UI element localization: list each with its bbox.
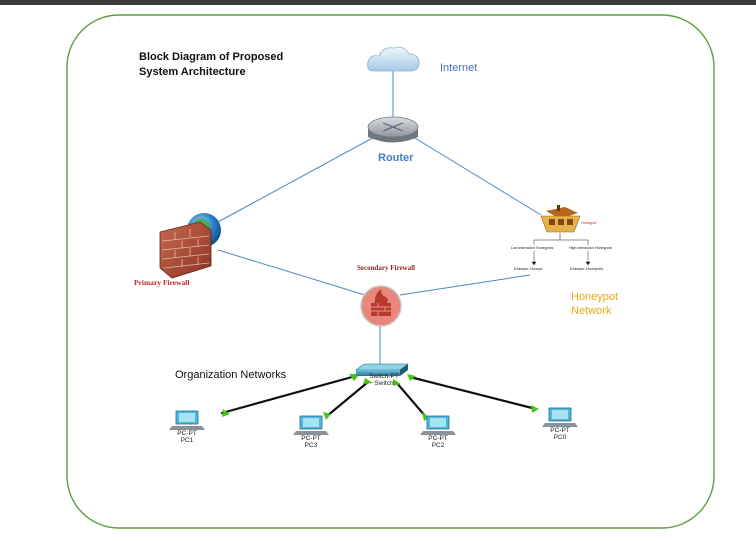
pc3-name: PC3 — [304, 442, 318, 449]
link-router-primary-firewall — [217, 134, 379, 223]
top-bar — [0, 0, 756, 5]
cable-switch-pc1 — [220, 375, 354, 415]
honeypot-network-line2: Network — [571, 305, 612, 317]
switch-name: Switch — [374, 380, 394, 387]
router-label: Router — [378, 152, 414, 164]
switch-icon — [355, 363, 409, 376]
pc0-model: PC-PT — [550, 427, 570, 434]
pc2-name: PC2 — [431, 442, 445, 449]
honeypot-title: Honeypot — [581, 221, 597, 225]
link-secondary-firewall-honeypot — [399, 274, 531, 296]
pc3-label: PC-PT PC3 — [291, 435, 331, 449]
link-router-honeypot — [409, 134, 542, 216]
secondary-firewall-label: Secondary Firewall — [357, 264, 416, 272]
pc0-icon — [542, 407, 578, 427]
honeypot-example-high: Example: Honeynets — [570, 267, 604, 271]
honeypot-example-low: Example: Honeyd — [514, 267, 543, 271]
honeypot-icon — [540, 205, 581, 233]
pc0-name: PC0 — [553, 434, 567, 441]
link-primary-secondary-firewall — [217, 249, 366, 296]
diagram-border — [66, 14, 715, 529]
diagram-title-line1: Block Diagram of Proposed — [139, 51, 284, 63]
switch-model: Switch-PT — [369, 373, 399, 380]
organization-networks-label: Organization Networks — [175, 369, 287, 381]
pc1-name: PC1 — [180, 437, 194, 444]
pc3-icon — [293, 415, 329, 435]
cloud-icon — [367, 46, 420, 72]
primary-firewall-label: Primary Firewall — [134, 278, 190, 287]
cable-switch-pc3 — [325, 380, 370, 418]
honeypot-high-interaction: High interaction Honeypots — [569, 246, 613, 250]
pc2-label: PC-PT PC2 — [418, 435, 458, 449]
switch-label: Switch-PT Switch — [356, 373, 412, 387]
internet-label: Internet — [440, 62, 478, 74]
cable-switch-pc2 — [394, 380, 428, 419]
pc2-model: PC-PT — [428, 435, 448, 442]
honeypot-network-line1: Honeypot — [571, 291, 619, 303]
diagram-title: Block Diagram of Proposed System Archite… — [139, 50, 283, 80]
cable-switch-pc0 — [408, 375, 538, 411]
firewall-circle-icon — [360, 285, 402, 327]
pc2-icon — [420, 415, 456, 435]
pc0-label: PC-PT PC0 — [540, 427, 580, 441]
pc1-icon — [169, 410, 205, 430]
pc3-model: PC-PT — [301, 435, 321, 442]
honeypot-tree — [531, 233, 591, 266]
honeypot-network-label: Honeypot Network — [571, 290, 618, 318]
router-icon — [367, 116, 419, 143]
diagram-title-line2: System Architecture — [139, 66, 246, 78]
firewall-brick-icon — [159, 213, 221, 279]
lan-cables — [220, 375, 538, 419]
honeypot-low-interaction: Low interaction Honeypots — [511, 246, 554, 250]
pc1-label: PC-PT PC1 — [167, 430, 207, 444]
pc1-model: PC-PT — [177, 430, 197, 437]
network-links — [217, 70, 542, 367]
